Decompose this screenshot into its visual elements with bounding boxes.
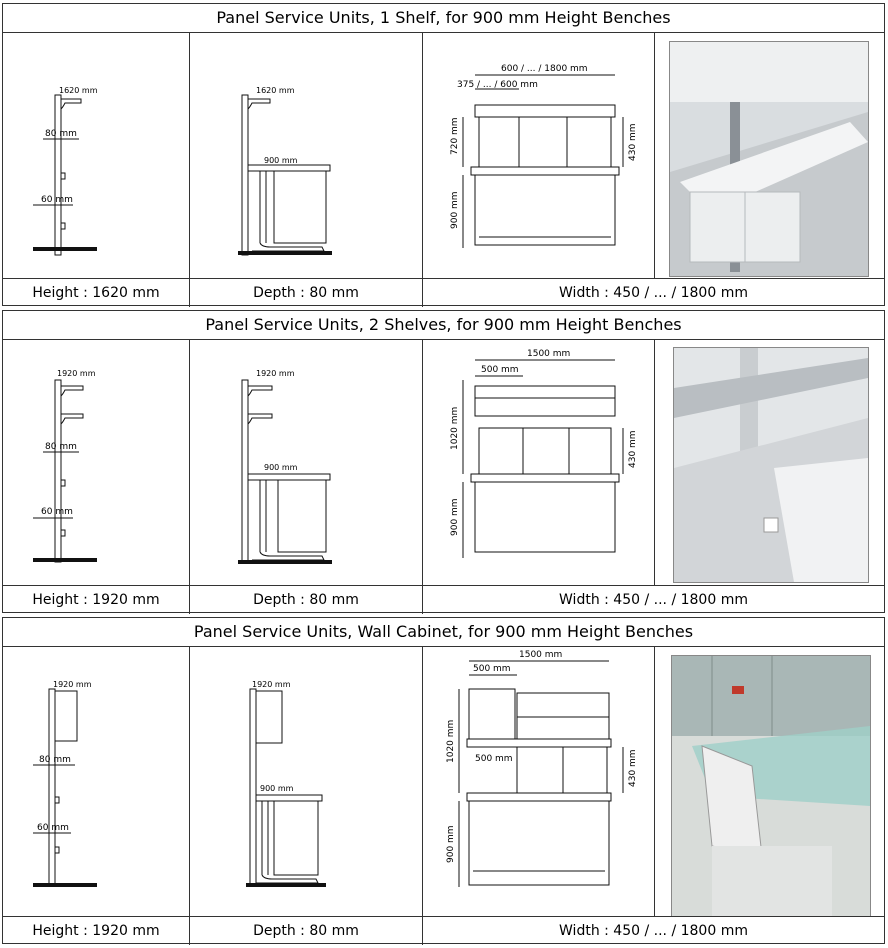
section-2-shelves: Panel Service Units, 2 Shelves, for 900 …	[2, 310, 885, 614]
front-upper-height: 1020 mm	[450, 407, 460, 450]
side-elevation-drawing: 1620 mm 80 mm 60 mm	[3, 33, 190, 278]
side-low-label: 60 mm	[41, 507, 73, 517]
front-elevation-drawing: 1500 mm 500 mm 1020 mm 900 mm 430 mm	[423, 340, 655, 585]
depth-elevation-drawing: 1920 mm 900 mm	[190, 647, 423, 916]
depth-bench-label: 900 mm	[264, 156, 298, 165]
side-top-label: 1920 mm	[53, 680, 92, 689]
front-upper-height: 720 mm	[450, 117, 460, 155]
side-mid-label: 80 mm	[45, 442, 77, 452]
side-mid-label: 80 mm	[39, 755, 71, 765]
depth-top-label: 1620 mm	[256, 86, 295, 95]
side-low-label: 60 mm	[41, 195, 73, 205]
front-elevation-drawing: 600 / ... / 1800 mm 375 / ... / 600 mm 7…	[423, 33, 655, 278]
height-caption: Height : 1620 mm	[3, 279, 190, 307]
side-elevation-drawing: 1920 mm 80 mm 60 mm	[3, 340, 190, 585]
front-sub-label: 500 mm	[473, 664, 511, 674]
side-top-label: 1620 mm	[59, 86, 98, 95]
depth-elevation-drawing: 1620 mm 900 mm	[190, 33, 423, 278]
front-elevation-drawing: 1500 mm 500 mm 500 mm 1020 mm 900 mm 430…	[423, 647, 655, 916]
caption-row: Height : 1920 mm Depth : 80 mm Width : 4…	[3, 585, 884, 614]
front-lower-height: 900 mm	[450, 191, 460, 229]
section-wall-cabinet: Panel Service Units, Wall Cabinet, for 9…	[2, 617, 885, 945]
side-top-label: 1920 mm	[57, 369, 96, 378]
depth-caption: Depth : 80 mm	[190, 279, 423, 307]
front-right-height: 430 mm	[628, 749, 638, 787]
front-upper-height: 1020 mm	[446, 720, 456, 763]
front-width-label: 1500 mm	[519, 650, 562, 660]
side-low-label: 60 mm	[37, 823, 69, 833]
depth-bench-label: 900 mm	[260, 784, 294, 793]
depth-caption: Depth : 80 mm	[190, 586, 423, 614]
depth-top-label: 1920 mm	[252, 680, 291, 689]
depth-caption: Depth : 80 mm	[190, 917, 423, 945]
section-1-shelf: Panel Service Units, 1 Shelf, for 900 mm…	[2, 3, 885, 307]
front-right-height: 430 mm	[628, 123, 638, 161]
section-title: Panel Service Units, Wall Cabinet, for 9…	[3, 618, 884, 647]
side-mid-label: 80 mm	[45, 129, 77, 139]
caption-row: Height : 1920 mm Depth : 80 mm Width : 4…	[3, 916, 884, 945]
front-sub-label-2: 500 mm	[475, 754, 513, 764]
front-lower-height: 900 mm	[450, 498, 460, 536]
depth-elevation-drawing: 1920 mm 900 mm	[190, 340, 423, 585]
height-caption: Height : 1920 mm	[3, 586, 190, 614]
width-caption: Width : 450 / ... / 1800 mm	[559, 923, 748, 939]
front-sub-label: 500 mm	[481, 365, 519, 375]
width-caption: Width : 450 / ... / 1800 mm	[559, 285, 748, 301]
side-elevation-drawing: 1920 mm 80 mm 60 mm	[3, 647, 190, 916]
section-title: Panel Service Units, 2 Shelves, for 900 …	[3, 311, 884, 340]
depth-top-label: 1920 mm	[256, 369, 295, 378]
depth-bench-label: 900 mm	[264, 463, 298, 472]
front-width-label: 1500 mm	[527, 349, 570, 359]
lab-bench-photo	[669, 41, 869, 277]
front-width-label: 600 / ... / 1800 mm	[501, 64, 588, 74]
front-lower-height: 900 mm	[446, 825, 456, 863]
lab-bench-photo	[673, 347, 869, 583]
lab-shelf-photo	[671, 655, 871, 917]
caption-row: Height : 1620 mm Depth : 80 mm Width : 4…	[3, 278, 884, 307]
height-caption: Height : 1920 mm	[3, 917, 190, 945]
section-title: Panel Service Units, 1 Shelf, for 900 mm…	[3, 4, 884, 33]
width-caption: Width : 450 / ... / 1800 mm	[559, 592, 748, 608]
front-sub-label: 375 / ... / 600 mm	[457, 80, 538, 90]
front-right-height: 430 mm	[628, 430, 638, 468]
